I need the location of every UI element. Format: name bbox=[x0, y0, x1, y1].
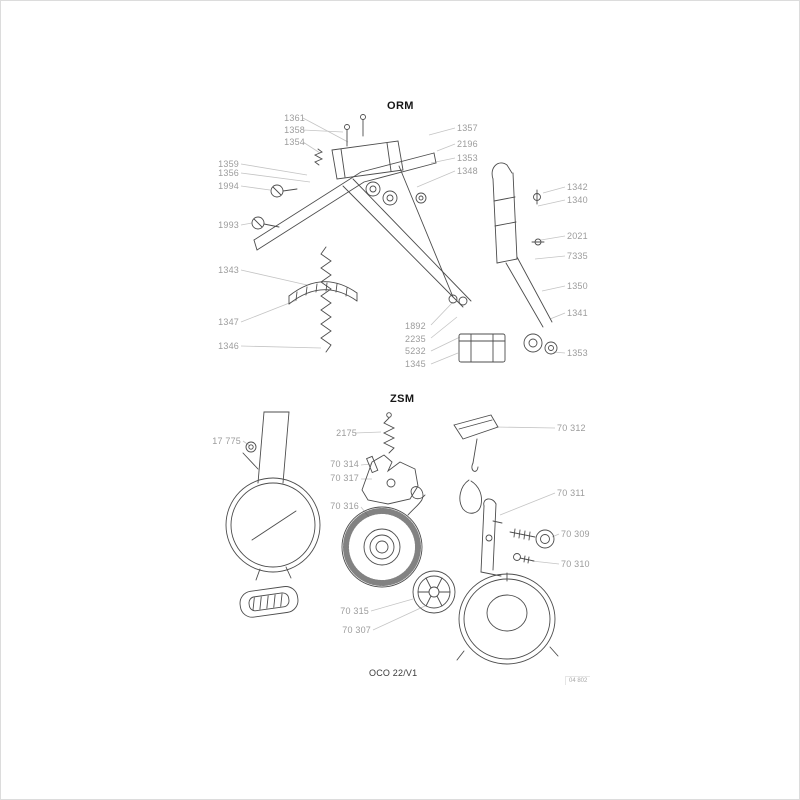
part-label-70307: 70 307 bbox=[342, 625, 371, 635]
part-label-70310: 70 310 bbox=[561, 559, 590, 569]
print-code: 04 802 bbox=[565, 676, 591, 685]
part-label-1358: 1358 bbox=[284, 125, 305, 135]
part-label-1892: 1892 bbox=[405, 321, 426, 331]
part-label-1345: 1345 bbox=[405, 359, 426, 369]
part-label-7335: 7335 bbox=[567, 251, 588, 261]
part-label-17775: 17 775 bbox=[212, 436, 241, 446]
part-label-2175: 2175 bbox=[336, 428, 357, 438]
part-label-70311: 70 311 bbox=[557, 488, 586, 498]
part-label-1356: 1356 bbox=[218, 168, 239, 178]
part-label-1342: 1342 bbox=[567, 182, 588, 192]
part-label-1994: 1994 bbox=[218, 181, 239, 191]
part-label-1357: 1357 bbox=[457, 123, 478, 133]
part-label-70312: 70 312 bbox=[557, 423, 586, 433]
part-label-2235: 2235 bbox=[405, 334, 426, 344]
part-label-1347: 1347 bbox=[218, 317, 239, 327]
part-label-1353-right: 1353 bbox=[567, 348, 588, 358]
part-label-1341: 1341 bbox=[567, 308, 588, 318]
part-label-70315: 70 315 bbox=[340, 606, 369, 616]
part-label-70317: 70 317 bbox=[330, 473, 359, 483]
part-label-70309: 70 309 bbox=[561, 529, 590, 539]
part-label-2196: 2196 bbox=[457, 139, 478, 149]
part-label-1346: 1346 bbox=[218, 341, 239, 351]
model-code: OCO 22/V1 bbox=[369, 668, 418, 678]
part-label-1993: 1993 bbox=[218, 220, 239, 230]
section-title-orm: ORM bbox=[387, 100, 414, 112]
part-label-70314: 70 314 bbox=[330, 459, 359, 469]
part-label-1353-upper: 1353 bbox=[457, 153, 478, 163]
zsm-assembly-drawing bbox=[225, 411, 559, 665]
part-label-1348: 1348 bbox=[457, 166, 478, 176]
part-label-70316: 70 316 bbox=[330, 501, 359, 511]
orm-assembly-drawing bbox=[251, 114, 558, 363]
part-label-1361: 1361 bbox=[284, 113, 305, 123]
part-label-1343: 1343 bbox=[218, 265, 239, 275]
section-title-zsm: ZSM bbox=[390, 393, 415, 405]
part-label-1354: 1354 bbox=[284, 137, 305, 147]
part-label-1350: 1350 bbox=[567, 281, 588, 291]
part-label-2021: 2021 bbox=[567, 231, 588, 241]
part-label-5232: 5232 bbox=[405, 346, 426, 356]
part-label-1359: 1359 bbox=[218, 159, 239, 169]
part-label-1340: 1340 bbox=[567, 195, 588, 205]
leader-lines bbox=[240, 117, 566, 631]
